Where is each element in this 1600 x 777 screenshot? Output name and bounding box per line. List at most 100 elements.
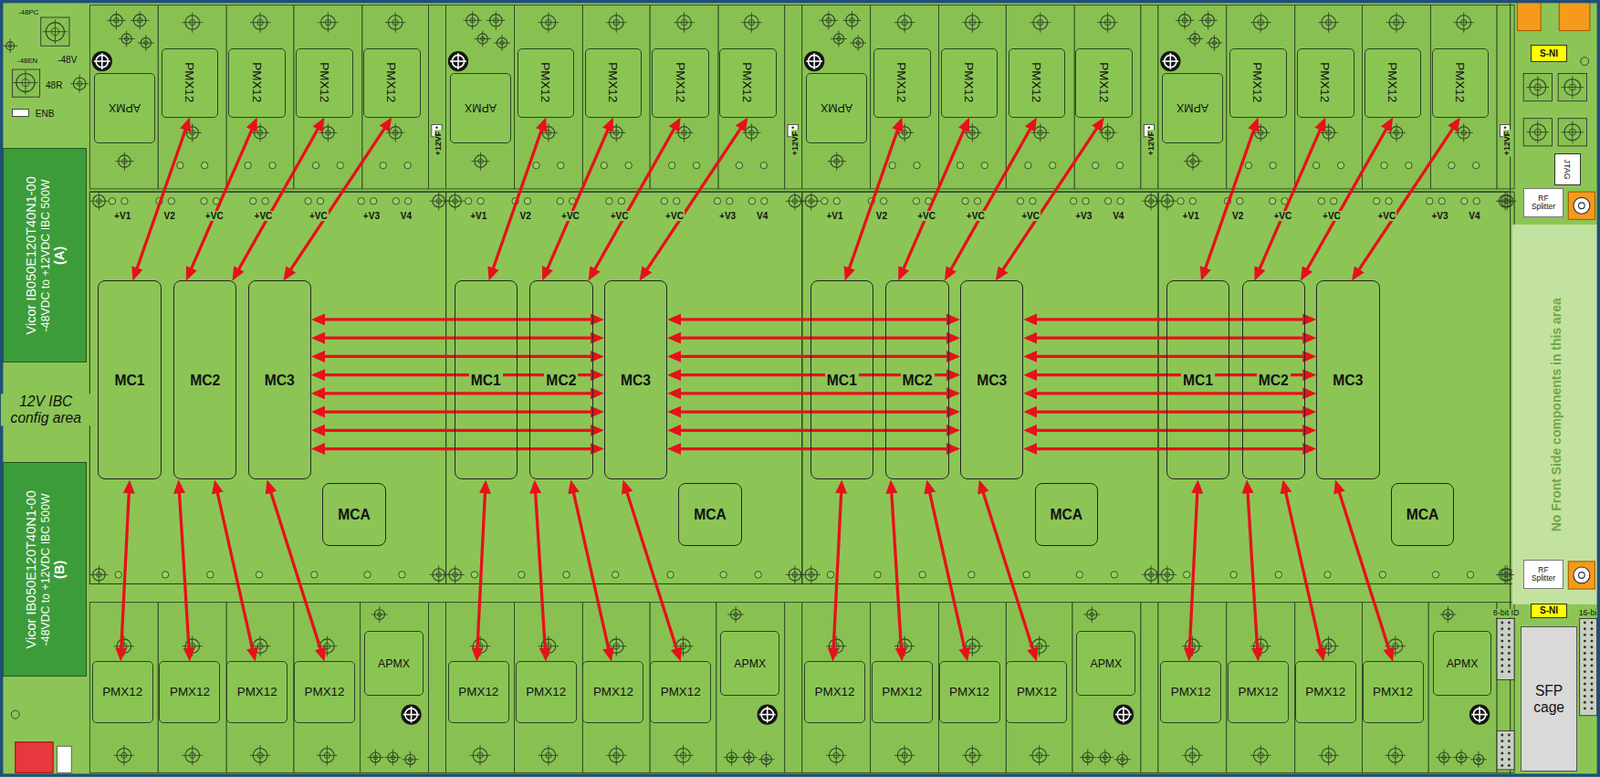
via (1380, 161, 1388, 168)
board-label: +12VF (434, 129, 444, 157)
footprint-tile (362, 5, 429, 189)
via (311, 571, 318, 578)
via (161, 571, 168, 578)
mounting-hole (1435, 749, 1453, 766)
board-label: V2 (1231, 210, 1245, 221)
mc-box: MCA (1035, 482, 1099, 546)
mounting-hole (1454, 123, 1474, 142)
crosshair (1395, 123, 1397, 142)
via (379, 161, 387, 168)
crosshair (260, 636, 262, 657)
node-text: (B) (51, 560, 67, 579)
crosshair (751, 123, 753, 142)
footprint-tile (446, 5, 515, 189)
hole-center (901, 19, 908, 25)
hole-center (1534, 83, 1541, 91)
hole-center (51, 28, 59, 36)
pin (1589, 700, 1593, 704)
node-text: RF Splitter (1526, 194, 1561, 211)
mounting-hole (429, 564, 449, 584)
text-frame: PMX12 (940, 661, 1000, 722)
text-frame: MC3 (961, 281, 1023, 479)
mounting-hole (1030, 11, 1051, 32)
hole-center (96, 198, 102, 204)
pmx-box: PMX12 (515, 660, 577, 722)
hole-center (324, 19, 331, 25)
hole-center (477, 752, 483, 758)
via (464, 198, 471, 205)
node-text: PMX12 (1237, 684, 1278, 699)
node-text: MCA (691, 507, 729, 523)
board-label: 12V IBC config area (0, 394, 91, 426)
footprint-tile (1362, 602, 1430, 774)
text-frame: PMX12 (805, 661, 865, 722)
crosshair (395, 11, 397, 32)
mounting-hole (1181, 744, 1203, 765)
hole-center (1037, 130, 1043, 136)
text-frame: S-NI (1531, 604, 1567, 618)
via (10, 710, 20, 719)
mounting-hole (741, 749, 758, 766)
pin (1583, 645, 1587, 649)
keepout-area (1512, 224, 1599, 605)
crosshair (1039, 123, 1041, 142)
pmx-box: PMX12 (582, 660, 644, 722)
fiducial-target (448, 51, 469, 72)
via (1082, 198, 1089, 205)
crosshair (1260, 123, 1262, 142)
hole-center (470, 18, 475, 23)
crosshair (836, 636, 837, 657)
text-frame: PMX12 (583, 661, 643, 722)
hole-center (325, 130, 331, 136)
hole-center (1325, 643, 1331, 649)
pin (1507, 645, 1511, 649)
mounting-hole (493, 34, 511, 52)
hole-center (970, 130, 975, 136)
mounting-hole (114, 636, 135, 657)
hole-center (1257, 752, 1264, 758)
mounting-hole (1317, 744, 1339, 765)
via (200, 198, 208, 205)
potentiometer (1523, 73, 1552, 101)
crosshair (54, 19, 56, 44)
crosshair (191, 123, 193, 142)
mounting-hole (826, 744, 847, 765)
mounting-hole (106, 10, 126, 30)
crosshair (972, 123, 973, 142)
mounting-hole (827, 152, 847, 171)
node-text: Vicor IB050E120T40N1-00 (22, 490, 39, 649)
pin (1507, 633, 1511, 637)
node-text: PMX12 (962, 62, 976, 104)
hole-center (96, 572, 102, 577)
fiducial-target (400, 703, 421, 724)
board-label: V2 (162, 210, 176, 221)
text-frame: APMX (1162, 73, 1223, 142)
hole-center (833, 752, 839, 758)
node-text: MC2 (188, 373, 222, 388)
mounting-hole (1028, 744, 1049, 765)
mc-box: MC2 (885, 280, 949, 480)
hole-center (733, 612, 738, 617)
footprint-tile (1496, 5, 1515, 189)
hole-center (393, 130, 398, 136)
bus-arrow (672, 409, 955, 413)
hole-center (1476, 757, 1481, 762)
via (1337, 161, 1344, 168)
footprint-tile (293, 602, 361, 774)
hole-center (77, 81, 83, 86)
crosshair (480, 636, 482, 657)
board-label: +VC (1376, 210, 1397, 221)
node-text: MC3 (618, 373, 653, 388)
pin (1507, 663, 1511, 667)
via (1236, 198, 1244, 205)
via (167, 198, 175, 205)
hole-center (114, 18, 119, 23)
label-holder: V4 (399, 206, 413, 223)
crosshair (972, 744, 973, 765)
footprint-tile (360, 602, 429, 774)
footprint-tile (870, 602, 940, 774)
text-frame: PMX12 (1432, 49, 1489, 117)
board-label: -48V (56, 54, 78, 65)
crosshair (1213, 34, 1215, 52)
crosshair (1192, 744, 1193, 765)
